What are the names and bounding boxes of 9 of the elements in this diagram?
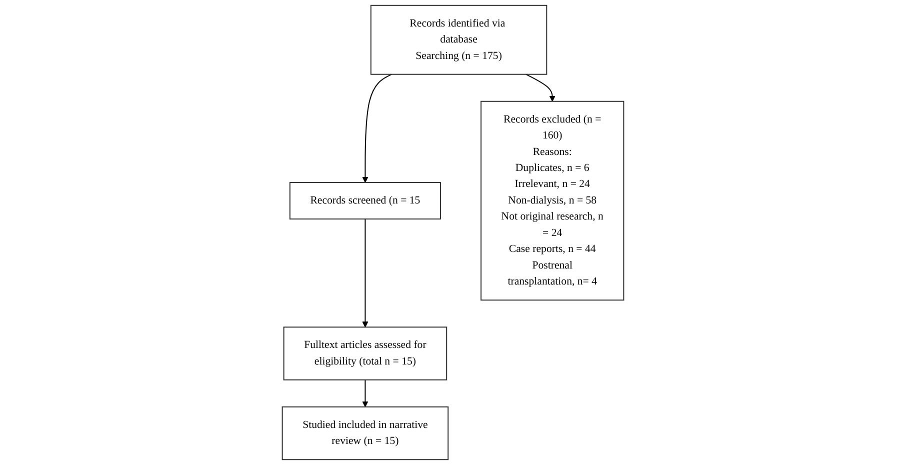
node-box: Fulltext articles assessed for eligibility (total n = 15) [283,326,448,380]
arrow [362,380,368,408]
node-box: Records screened (n = 15 [289,182,441,220]
node-box: Studied included in narrative review (n = 15) [282,406,449,460]
node-box: Records excluded (n = 160) Reasons: Duplicates, n = 6 Irrelevant, n = 24 Non-dialysis, n = 58 Not original research, n = 24 Case reports, n = 44 Postrenal transplantation, n= 4 [480,100,624,301]
node-box: Records identified via database Searching (n = 175) [370,4,548,75]
arrow [362,74,392,183]
arrow [526,74,556,102]
arrow [362,218,368,328]
